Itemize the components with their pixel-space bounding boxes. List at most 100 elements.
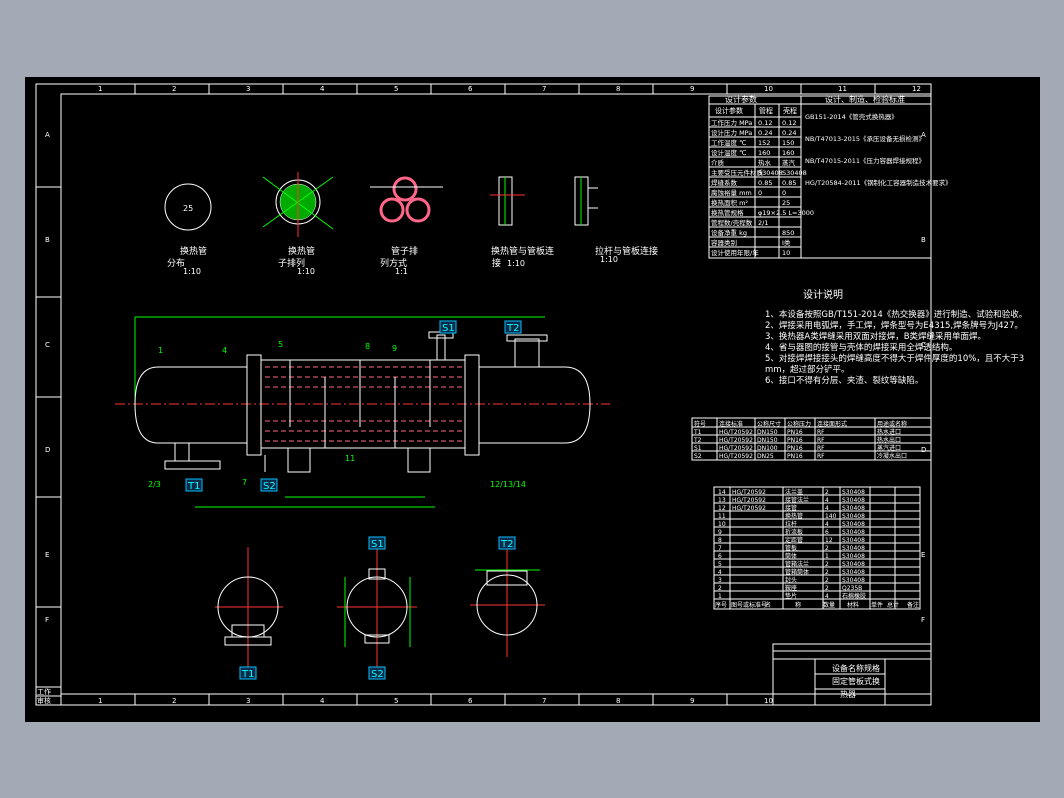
- col-label-bottom: 1: [98, 697, 102, 705]
- detail3-label: 管子排: [391, 245, 418, 257]
- part-mat: S30408: [842, 521, 865, 528]
- part-no: 3: [718, 577, 722, 584]
- part-no: 1: [718, 593, 722, 600]
- part-qty: 2: [825, 545, 829, 552]
- nozzle-cell: 热水进口: [877, 428, 901, 436]
- parts-footer: 单件: [871, 601, 883, 609]
- part-qty: 6: [825, 529, 829, 536]
- row-label-right: B: [921, 236, 926, 244]
- part-qty: 140: [825, 513, 837, 520]
- spec-param: 工作压力 MPa: [711, 118, 752, 127]
- spec-tube: 0.85: [758, 179, 772, 187]
- spec-param: 设计压力 MPa: [711, 128, 752, 137]
- note-line: 5、对接焊焊接接头的焊缝高度不得大于焊件厚度的10%，且不大于3: [765, 353, 1024, 364]
- part-std: HG/T20592: [732, 497, 766, 504]
- spec-tube: 0: [758, 189, 762, 197]
- spec-shell: 0: [782, 189, 786, 197]
- col-label-bottom: 2: [172, 697, 176, 705]
- spec-shell: S30408: [782, 169, 807, 177]
- col-label-top: 3: [246, 85, 250, 93]
- nozzle-cell: S1: [694, 445, 702, 452]
- row-label-left: E: [45, 551, 49, 559]
- note-line: 4、省与器图的接管与壳体的焊接采用全焊透结构。: [765, 342, 957, 353]
- part-no: 6: [718, 553, 722, 560]
- notes-title: 设计说明: [803, 288, 843, 301]
- tag-s2-end: S2: [371, 669, 384, 680]
- row-label-left: B: [45, 236, 50, 244]
- part-qty: 2: [825, 569, 829, 576]
- spec-tube: 0.24: [758, 129, 772, 137]
- part-mat: S30408: [842, 537, 865, 544]
- nozzle-cell: PN16: [787, 445, 803, 452]
- spec-shell: 10: [782, 249, 790, 257]
- detail-tube-circle: 25 换热管 分布 1:10: [164, 183, 212, 276]
- detail5-label: 拉杆与管板连接: [595, 245, 658, 257]
- parts-footer: 数量: [823, 601, 835, 609]
- parts-footer: 备注: [907, 601, 919, 609]
- spec-tube: 热水: [758, 158, 772, 167]
- note-line: 2、焊接采用电弧焊，手工焊，焊条型号为E4315,焊条牌号为J427。: [765, 320, 1023, 331]
- spec-head-2: 设计、制造、检验标准: [825, 94, 905, 104]
- nozzle-cell: DN100: [757, 445, 778, 452]
- title-block: 设备名称规格 固定管板式换 热器: [772, 643, 932, 706]
- part-qty: 1: [825, 553, 829, 560]
- col-label-top: 6: [468, 85, 473, 93]
- spec-param: 容器类别: [711, 238, 737, 247]
- tag-s2-elev: S2: [260, 478, 278, 492]
- nozzle-cell: DN150: [757, 437, 778, 444]
- part-name: 管箱筒体: [785, 568, 809, 576]
- col-label-bottom: 8: [616, 697, 620, 705]
- title-line-3: 热器: [840, 689, 856, 699]
- title-line-2: 固定管板式换: [832, 676, 880, 686]
- part-qty: 12: [825, 537, 833, 544]
- part-name: 管板: [785, 544, 797, 552]
- detail1-inner: 25: [183, 204, 193, 213]
- detail-tube-layout: 换热管 子排列 1:10: [262, 172, 334, 276]
- spec-standard: HG/T20584-2011《钢制化工容器制造技术要求》: [805, 178, 952, 187]
- part-name: 定距管: [785, 536, 803, 544]
- spec-param: 主要受压元件材质: [711, 168, 764, 177]
- note-line: 6、接口不得有分层、夹渣、裂纹等缺陷。: [765, 375, 923, 386]
- nozzle-cell: DN25: [757, 453, 774, 460]
- row-label-right: D: [921, 446, 926, 454]
- nozzle-cell: 蒸汽进口: [877, 444, 901, 452]
- spec-standard: GB151-2014《管壳式换热器》: [805, 112, 898, 121]
- parts-footer: 图号或标准号: [731, 601, 767, 609]
- row-label-left: D: [45, 446, 50, 454]
- col-label-top: 7: [542, 85, 546, 93]
- spec-tube: 152: [758, 139, 770, 147]
- detail4-sub: 接: [492, 257, 501, 269]
- spec-tube: S30408: [758, 169, 783, 177]
- part-mat: S30408: [842, 553, 865, 560]
- part-qty: 4: [825, 593, 829, 600]
- bl-line-1: 工作: [37, 687, 51, 696]
- spec-param: 管程数/壳程数: [711, 218, 753, 227]
- item-7: 7: [242, 478, 247, 487]
- nozzle-cell: S2: [694, 453, 702, 460]
- row-label-left: A: [45, 131, 50, 139]
- nozzle-header: 公称压力: [787, 420, 811, 428]
- nozzle-header: 公称尺寸: [757, 420, 781, 428]
- part-mat: S30408: [842, 545, 865, 552]
- spec-shell: 850: [782, 229, 794, 237]
- parts-footer: 称: [795, 601, 801, 609]
- nozzle-cell: DN150: [757, 429, 778, 436]
- nozzle-cell: PN16: [787, 429, 803, 436]
- parts-footer: 名: [765, 601, 771, 609]
- part-name: 管箱法兰: [785, 560, 809, 568]
- col-label-top: 9: [690, 85, 694, 93]
- part-no: 2: [718, 585, 722, 592]
- spec-standard: NB/T47013-2015《承压设备无损检测》: [805, 134, 925, 143]
- end-view-t1: T1: [215, 547, 283, 680]
- nozzle-cell: T1: [693, 429, 702, 436]
- part-name: 封头: [785, 576, 797, 584]
- svg-text:S2: S2: [263, 481, 276, 492]
- col-label-bottom: 5: [394, 697, 398, 705]
- part-mat: S30408: [842, 505, 865, 512]
- nozzle-cell: HG/T20592: [719, 445, 753, 452]
- detail3-sub: 列方式: [380, 257, 407, 269]
- nozzle-header: 连接标准: [719, 420, 743, 428]
- spec-param: 介质: [711, 158, 725, 167]
